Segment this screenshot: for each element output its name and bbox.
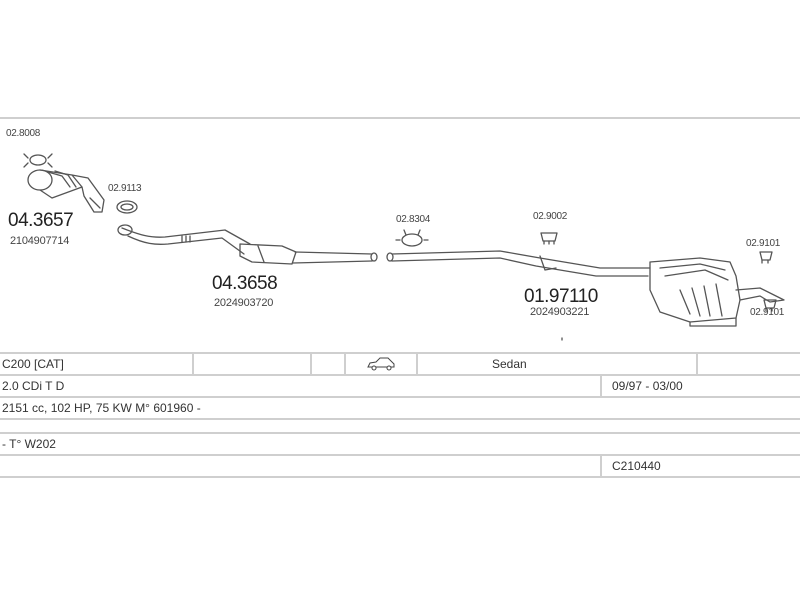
years-cell: 09/97 - 03/00	[612, 379, 683, 393]
spec-row-kit: C210440	[0, 454, 800, 478]
oem-number-label: 2024903720	[214, 297, 274, 309]
spec-row-chassis: - T° W202	[0, 432, 800, 454]
spec-row-details: 2151 cc, 102 HP, 75 KW M° 601960 -	[0, 396, 800, 418]
kit-code-cell: C210440	[612, 459, 661, 473]
oem-number-label: 2024903221	[530, 306, 590, 318]
part-code-label: 02.8304	[396, 214, 431, 225]
table-divider	[416, 354, 418, 374]
clamp-icon	[395, 229, 429, 247]
spec-row-model: C200 [CAT] Sedan	[0, 352, 800, 374]
table-divider	[344, 354, 346, 374]
ring-gasket-icon	[116, 200, 138, 214]
table-divider	[192, 354, 194, 374]
catalytic-converter-icon	[27, 169, 105, 213]
part-number-label: 04.3657	[8, 210, 74, 231]
rubber-mount-icon	[759, 251, 773, 264]
part-number-label: 04.3658	[212, 273, 278, 294]
part-code-label: 02.9101	[746, 238, 781, 249]
model-cell: C200 [CAT]	[2, 357, 64, 371]
chassis-cell: - T° W202	[2, 437, 56, 451]
details-cell: 2151 cc, 102 HP, 75 KW M° 601960 -	[2, 401, 201, 415]
front-pipe-icon	[117, 224, 378, 265]
body-type-cell: Sedan	[492, 357, 527, 371]
part-number-label: 01.97110	[524, 286, 598, 307]
table-divider	[696, 354, 698, 374]
table-divider	[600, 376, 602, 396]
sedan-car-icon	[366, 357, 396, 377]
rear-silencer-icon	[649, 257, 785, 327]
vehicle-spec-table: C200 [CAT] Sedan 2.0 CDi T D 09/97 - 03/…	[0, 352, 800, 488]
spec-row-engine: 2.0 CDi T D 09/97 - 03/00	[0, 374, 800, 396]
rubber-mount-icon	[540, 232, 558, 245]
rubber-mount-icon	[763, 299, 777, 312]
middle-pipe-icon	[386, 250, 651, 277]
spec-row-empty	[0, 418, 800, 432]
engine-cell: 2.0 CDi T D	[2, 379, 65, 393]
table-divider	[310, 354, 312, 374]
table-divider	[600, 456, 602, 476]
part-code-label: 02.9002	[533, 211, 568, 222]
oem-number-label: 2104907714	[10, 235, 70, 247]
gasket-icon	[23, 153, 53, 168]
part-code-label: 02.9113	[108, 183, 142, 194]
part-code-label: 02.8008	[6, 128, 41, 139]
part-code-label: 02.9101	[750, 307, 785, 318]
